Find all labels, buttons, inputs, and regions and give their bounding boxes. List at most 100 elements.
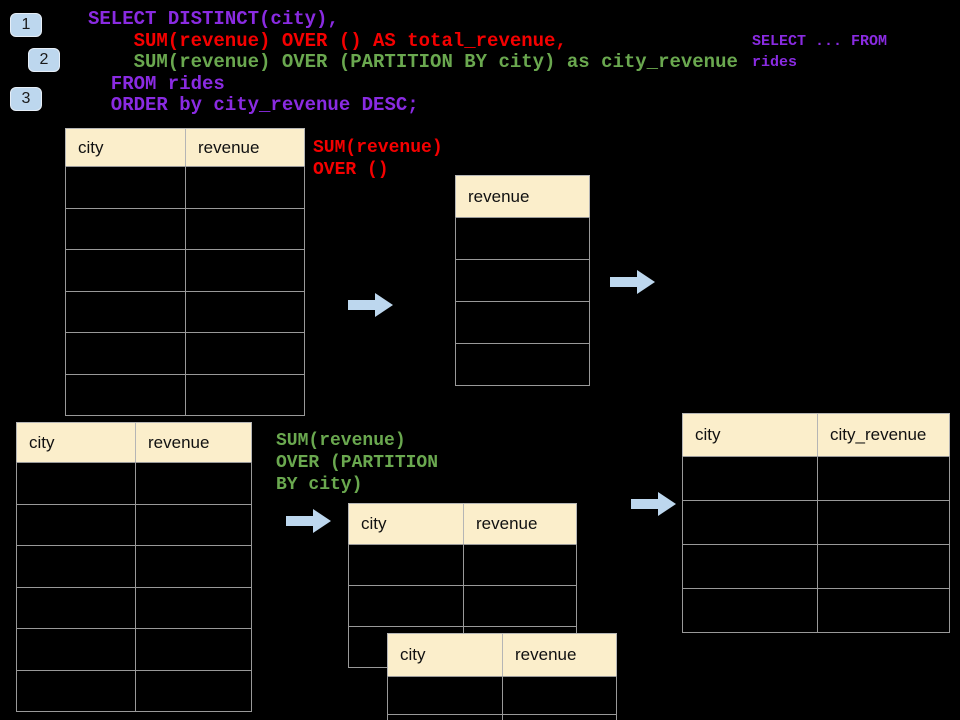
table-row (387, 714, 617, 720)
table-cell (502, 676, 617, 715)
table-row (455, 343, 590, 386)
column-header: revenue (135, 422, 252, 463)
code-line: SELECT DISTINCT(city), (88, 8, 339, 30)
table-row (682, 544, 950, 589)
code-line: ORDER by city_revenue DESC; (110, 94, 419, 116)
code-line: BY city) (276, 475, 363, 495)
code-line: SELECT ... FROM (752, 33, 888, 50)
table-cell (817, 500, 950, 545)
table-cell (185, 332, 305, 375)
table-cell (682, 544, 818, 589)
flow-arrow-icon (631, 491, 677, 517)
code-line: SUM(revenue) OVER () AS total_revenue, (133, 29, 567, 52)
table-cell (135, 503, 252, 546)
column-header: city (65, 128, 186, 167)
table-row (348, 544, 577, 586)
step-badge-2: 2 (28, 48, 60, 72)
right-block-arrow (286, 509, 331, 533)
flow-arrow-icon (610, 269, 656, 295)
table-row (455, 217, 590, 260)
table-row (65, 249, 305, 292)
table-row (16, 462, 252, 505)
table-cell (348, 544, 464, 586)
table-row (65, 207, 305, 250)
table-row (65, 373, 305, 416)
table-cell (455, 343, 590, 386)
code-line: rides (752, 54, 798, 71)
table-row (455, 259, 590, 302)
table-cell (16, 586, 136, 629)
table-cell (463, 585, 577, 627)
table-row (348, 585, 577, 627)
table-cell (65, 332, 186, 375)
table-row (682, 500, 950, 545)
column-header: city (348, 503, 464, 545)
column-header: city (682, 413, 818, 457)
table-cell (135, 586, 252, 629)
table-row (16, 586, 252, 629)
table-cell (682, 456, 818, 501)
sql-query: SELECT DISTINCT(city),SUM(revenue) OVER … (88, 8, 738, 117)
table-cell (185, 290, 305, 333)
table-cell (65, 207, 186, 250)
table-row (65, 332, 305, 375)
table-row (16, 503, 252, 546)
table-row (65, 290, 305, 333)
code-line: SUM(revenue) (313, 138, 443, 158)
table-row (387, 676, 617, 715)
code-line: OVER (PARTITION (276, 453, 439, 473)
table-cell (463, 544, 577, 586)
code-line: SUM(revenue) (276, 431, 406, 451)
right-block-arrow (348, 293, 393, 317)
table-cell (65, 166, 186, 209)
table-row (682, 456, 950, 501)
table-cell (185, 166, 305, 209)
table-cell (682, 588, 818, 633)
code-line: SUM(revenue) OVER (PARTITION BY city) as… (133, 51, 738, 73)
table-row (16, 545, 252, 588)
table-row (16, 669, 252, 712)
total-revenue-label: SUM(revenue)OVER () (313, 137, 443, 181)
table-cell (348, 585, 464, 627)
table-cell (455, 301, 590, 344)
column-header: revenue (502, 633, 617, 677)
table-cell (65, 249, 186, 292)
table-cell (135, 669, 252, 712)
table-cell (185, 249, 305, 292)
step-badge-label: 1 (21, 16, 31, 33)
table-cell (387, 676, 503, 715)
table-cell (135, 462, 252, 505)
table-cell (16, 545, 136, 588)
column-header: city (16, 422, 136, 463)
column-header: city (387, 633, 503, 677)
column-header: revenue (455, 175, 590, 218)
table-cell (387, 714, 503, 720)
table-row (682, 588, 950, 633)
table-cell (817, 544, 950, 589)
right-block-arrow (631, 492, 676, 516)
flow-arrow-icon (348, 292, 394, 318)
column-header: city_revenue (817, 413, 950, 457)
table-cell (455, 259, 590, 302)
step-badge-3: 3 (10, 87, 42, 111)
table-cell (682, 500, 818, 545)
code-line: OVER () (313, 160, 389, 180)
table-cell (65, 373, 186, 416)
table-cell (502, 714, 617, 720)
column-header: revenue (463, 503, 577, 545)
table-cell (185, 207, 305, 250)
table-cell (16, 503, 136, 546)
table-cell (16, 628, 136, 671)
side-note-query: SELECT ... FROM rides (752, 31, 887, 73)
table-cell (817, 588, 950, 633)
